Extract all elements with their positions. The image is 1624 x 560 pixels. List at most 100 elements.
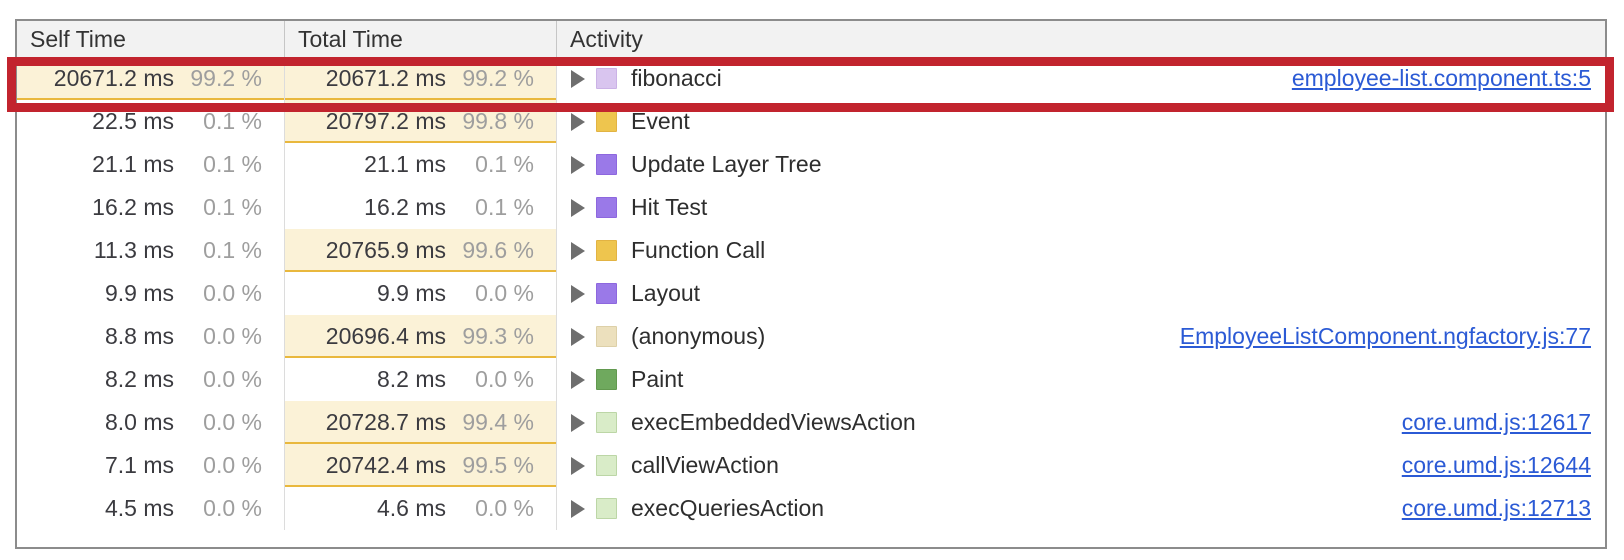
self-time-value: 8.8 ms xyxy=(104,323,174,349)
table-row[interactable]: 7.1 ms 0.0 % 20742.4 ms 99.5 % callViewA… xyxy=(17,444,1605,487)
self-time-value: 22.5 ms xyxy=(92,108,174,134)
total-time-cell: 20696.4 ms 99.3 % xyxy=(285,315,557,358)
total-time-percent: 0.0 % xyxy=(475,366,534,392)
table-row[interactable]: 8.8 ms 0.0 % 20696.4 ms 99.3 % (anonymou… xyxy=(17,315,1605,358)
activity-cell: Paint xyxy=(557,358,1605,401)
table-row[interactable]: 11.3 ms 0.1 % 20765.9 ms 99.6 % Function… xyxy=(17,229,1605,272)
expand-arrow-icon[interactable] xyxy=(571,370,585,389)
self-time-value: 8.0 ms xyxy=(104,409,174,435)
self-time-percent: 0.1 % xyxy=(203,194,262,220)
painting-swatch-icon xyxy=(596,369,617,390)
total-time-value: 20671.2 ms xyxy=(325,65,446,91)
activity-cell: Layout xyxy=(557,272,1605,315)
total-time-percent: 0.0 % xyxy=(475,495,534,521)
self-time-percent: 0.0 % xyxy=(203,280,262,306)
scripting-swatch-icon xyxy=(596,111,617,132)
table-row[interactable]: 16.2 ms 0.1 % 16.2 ms 0.1 % Hit Test xyxy=(17,186,1605,229)
table-row[interactable]: 8.2 ms 0.0 % 8.2 ms 0.0 % Paint xyxy=(17,358,1605,401)
activity-label: callViewAction xyxy=(631,452,779,478)
source-link[interactable]: EmployeeListComponent.ngfactory.js:77 xyxy=(1179,323,1591,349)
self-time-cell: 7.1 ms 0.0 % xyxy=(17,444,285,487)
total-time-cell: 16.2 ms 0.1 % xyxy=(285,186,557,229)
js-frame-swatch-icon xyxy=(596,326,617,347)
activity-label: (anonymous) xyxy=(631,323,766,349)
rendering-swatch-icon xyxy=(596,154,617,175)
total-time-cell: 4.6 ms 0.0 % xyxy=(285,487,557,530)
self-time-value: 4.5 ms xyxy=(104,495,174,521)
expand-arrow-icon[interactable] xyxy=(571,69,585,88)
self-time-percent: 0.1 % xyxy=(203,108,262,134)
total-time-cell: 9.9 ms 0.0 % xyxy=(285,272,557,315)
js-frame-swatch-icon xyxy=(596,412,617,433)
self-time-cell: 16.2 ms 0.1 % xyxy=(17,186,285,229)
table-row[interactable]: 22.5 ms 0.1 % 20797.2 ms 99.8 % Event xyxy=(17,100,1605,143)
self-time-percent: 0.0 % xyxy=(203,495,262,521)
activity-label: Hit Test xyxy=(631,194,708,220)
self-time-percent: 0.0 % xyxy=(203,409,262,435)
source-link[interactable]: core.umd.js:12617 xyxy=(1401,409,1591,435)
self-time-percent: 0.0 % xyxy=(203,366,262,392)
self-time-percent: 0.0 % xyxy=(203,323,262,349)
expand-arrow-icon[interactable] xyxy=(571,284,585,303)
expand-arrow-icon[interactable] xyxy=(571,112,585,131)
expand-arrow-icon[interactable] xyxy=(571,241,585,260)
total-time-value: 4.6 ms xyxy=(376,495,446,521)
expand-arrow-icon[interactable] xyxy=(571,327,585,346)
total-time-percent: 99.4 % xyxy=(462,409,534,435)
self-time-value: 11.3 ms xyxy=(93,237,174,263)
self-time-value: 8.2 ms xyxy=(104,366,174,392)
scripting-swatch-icon xyxy=(596,240,617,261)
total-time-percent: 0.1 % xyxy=(475,194,534,220)
table-row[interactable]: 9.9 ms 0.0 % 9.9 ms 0.0 % Layout xyxy=(17,272,1605,315)
datagrid-header: Self Time Total Time Activity xyxy=(17,21,1605,57)
table-row[interactable]: 4.5 ms 0.0 % 4.6 ms 0.0 % execQueriesAct… xyxy=(17,487,1605,530)
expand-arrow-icon[interactable] xyxy=(571,198,585,217)
column-header-activity[interactable]: Activity xyxy=(557,21,1605,57)
total-time-cell: 8.2 ms 0.0 % xyxy=(285,358,557,401)
total-time-percent: 99.5 % xyxy=(462,452,534,478)
source-link[interactable]: core.umd.js:12644 xyxy=(1401,452,1591,478)
total-time-cell: 20765.9 ms 99.6 % xyxy=(285,229,557,272)
self-time-value: 9.9 ms xyxy=(104,280,174,306)
total-time-value: 20765.9 ms xyxy=(325,237,446,263)
rendering-swatch-icon xyxy=(596,197,617,218)
activity-label: Update Layer Tree xyxy=(631,151,822,177)
source-link[interactable]: employee-list.component.ts:5 xyxy=(1291,65,1591,91)
activity-label: fibonacci xyxy=(631,65,722,91)
total-time-cell: 20728.7 ms 99.4 % xyxy=(285,401,557,444)
column-header-self-time[interactable]: Self Time xyxy=(17,21,285,57)
self-time-value: 20671.2 ms xyxy=(53,65,174,91)
activity-label: Paint xyxy=(631,366,684,392)
expand-arrow-icon[interactable] xyxy=(571,413,585,432)
table-row[interactable]: 21.1 ms 0.1 % 21.1 ms 0.1 % Update Layer… xyxy=(17,143,1605,186)
self-time-percent: 0.1 % xyxy=(203,237,262,263)
call-tree-datagrid: Self Time Total Time Activity 20671.2 ms… xyxy=(7,19,1614,549)
self-time-cell: 20671.2 ms 99.2 % xyxy=(17,57,285,100)
table-row[interactable]: 8.0 ms 0.0 % 20728.7 ms 99.4 % execEmbed… xyxy=(17,401,1605,444)
js-frame-swatch-icon xyxy=(596,498,617,519)
source-link[interactable]: core.umd.js:12713 xyxy=(1401,495,1591,521)
self-time-percent: 99.2 % xyxy=(190,65,262,91)
total-time-value: 21.1 ms xyxy=(364,151,446,177)
total-time-percent: 99.2 % xyxy=(462,65,534,91)
self-time-cell: 8.0 ms 0.0 % xyxy=(17,401,285,444)
expand-arrow-icon[interactable] xyxy=(571,499,585,518)
total-time-value: 9.9 ms xyxy=(376,280,446,306)
activity-cell: execQueriesAction core.umd.js:12713 xyxy=(557,487,1605,530)
self-time-cell: 8.2 ms 0.0 % xyxy=(17,358,285,401)
total-time-cell: 20671.2 ms 99.2 % xyxy=(285,57,557,100)
self-time-cell: 4.5 ms 0.0 % xyxy=(17,487,285,530)
total-time-percent: 99.3 % xyxy=(462,323,534,349)
activity-label: execEmbeddedViewsAction xyxy=(631,409,916,435)
self-time-cell: 11.3 ms 0.1 % xyxy=(17,229,285,272)
table-row[interactable]: 20671.2 ms 99.2 % 20671.2 ms 99.2 % fibo… xyxy=(17,57,1605,100)
expand-arrow-icon[interactable] xyxy=(571,155,585,174)
self-time-header-label: Self Time xyxy=(30,25,126,52)
activity-header-label: Activity xyxy=(570,25,643,52)
self-time-percent: 0.1 % xyxy=(203,151,262,177)
self-time-cell: 8.8 ms 0.0 % xyxy=(17,315,285,358)
activity-label: Function Call xyxy=(631,237,766,263)
self-time-cell: 21.1 ms 0.1 % xyxy=(17,143,285,186)
expand-arrow-icon[interactable] xyxy=(571,456,585,475)
column-header-total-time[interactable]: Total Time xyxy=(285,21,557,57)
